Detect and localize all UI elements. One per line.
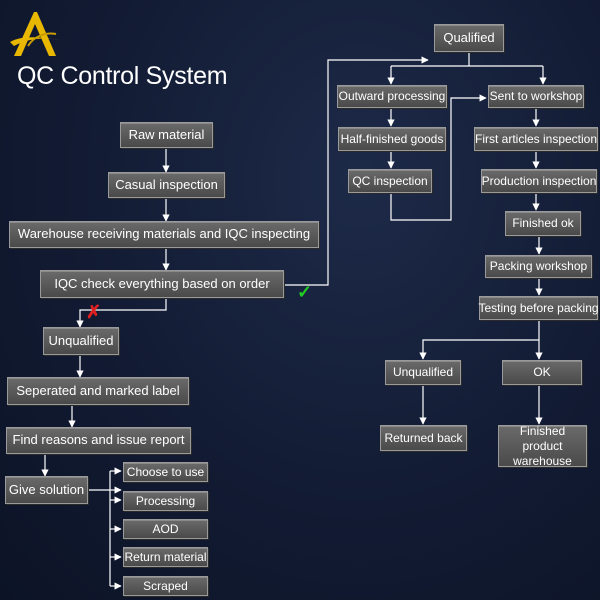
solution-choose-to-use: Choose to use: [123, 462, 208, 482]
step-finished-ok: Finished ok: [505, 211, 581, 236]
step-casual-inspection: Casual inspection: [108, 172, 225, 198]
arrow-qc-to-workshop: [390, 94, 487, 221]
arrow-iqc-to-qualified: [284, 56, 429, 286]
step-give-solution: Give solution: [5, 476, 88, 504]
step-sent-to-workshop: Sent to workshop: [488, 85, 584, 108]
step-outward-processing: Outward processing: [337, 85, 447, 108]
step-warehouse-receiving: Warehouse receiving materials and IQC in…: [9, 221, 319, 248]
cross-icon: ✗: [86, 302, 102, 322]
check-icon: ✓: [297, 282, 313, 302]
step-separated-label: Seperated and marked label: [7, 377, 189, 405]
step-iqc-check: IQC check everything based on order: [40, 270, 284, 298]
step-qc-inspection: QC inspection: [348, 169, 432, 193]
page-title: QC Control System: [17, 62, 228, 90]
company-logo: [10, 12, 60, 56]
solution-processing: Processing: [123, 491, 208, 511]
step-production-inspection: Production inspection: [481, 169, 597, 193]
step-finished-product-warehouse: Finished product warehouse: [498, 424, 587, 468]
arrow-iqc-to-unqualified: [76, 298, 167, 328]
step-half-finished-goods: Half-finished goods: [338, 127, 446, 151]
step-final-ok: OK: [502, 360, 582, 385]
step-first-articles-inspection: First articles inspection: [474, 127, 598, 151]
step-packing-workshop: Packing workshop: [485, 255, 592, 278]
arrow-testing-to-unqualified: [419, 320, 540, 360]
step-raw-material: Raw material: [120, 122, 213, 148]
solution-aod: AOD: [123, 519, 208, 539]
step-qualified: Qualified: [434, 24, 504, 52]
solution-scraped: Scraped: [123, 576, 208, 596]
step-unqualified: Unqualified: [43, 327, 119, 355]
step-find-reasons: Find reasons and issue report: [6, 427, 191, 454]
step-returned-back: Returned back: [380, 425, 467, 451]
step-final-unqualified: Unqualified: [385, 360, 461, 385]
step-testing-before-packing: Testing before packing: [478, 296, 599, 320]
solution-return-material: Return material: [123, 547, 208, 567]
